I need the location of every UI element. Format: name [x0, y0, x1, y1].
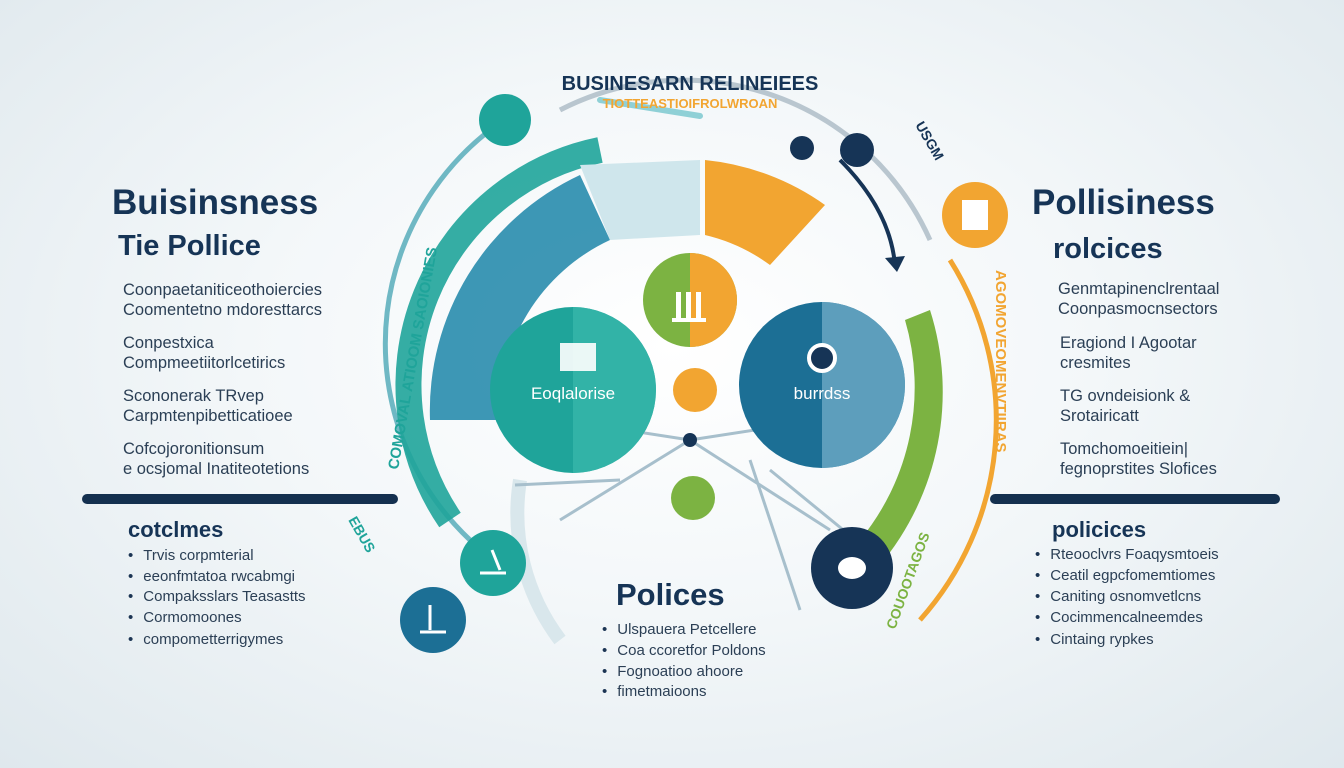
left-bullet: Cormomoones [128, 609, 241, 626]
clipboard-icon [962, 200, 988, 230]
document-icon [560, 343, 596, 371]
outer-arc-right-orange [918, 258, 999, 622]
edit-icon [480, 549, 506, 575]
chat-icon [838, 557, 866, 579]
right-title: Pollisiness [1032, 183, 1215, 222]
arc-label-bottom-left: EBUS [345, 514, 378, 556]
inner-segment-orange [705, 160, 825, 265]
header-title: BUSINESARN RELINEIEES [562, 73, 819, 95]
circle-small-orange [673, 368, 717, 412]
left-bullet: compometterrigymes [128, 631, 283, 648]
dot-navy-1 [790, 136, 814, 160]
right-bullet: Ceatil egpcfomemtiomes [1035, 567, 1215, 584]
right-bullet: Rteooclvrs Foaqysmtoeis [1035, 546, 1218, 563]
person-icon [807, 343, 837, 373]
center-bullet: Coa ccoretfor Poldons [602, 642, 765, 659]
icon-circle-teal-bottom [460, 530, 526, 596]
left-bullet: eeonfmtatoa rwcabmgi [128, 568, 295, 585]
center-bullet: Fognoatioo ahoore [602, 663, 743, 680]
circle-left-label: Eoqlalorise [530, 384, 616, 403]
right-bullet: Cintaing rypkes [1035, 631, 1153, 648]
circle-right-label: burrdss [793, 384, 851, 403]
left-bullet: Trvis corpmterial [128, 547, 253, 564]
left-subtitle: Tie Pollice [118, 230, 261, 262]
arc-label-top-right: USGM [912, 119, 947, 163]
header-subtitle: TIOTTEASTIOIFROLWROAN [603, 96, 778, 111]
outer-arc-top [558, 77, 933, 242]
arc-label-right: AGOMOVEOMENVTIIRAS [992, 270, 1009, 453]
left-bullet: Compaksslars Teasastts [128, 588, 305, 605]
inner-segment-teal [580, 160, 700, 240]
center-bullet: fimetmaioons [602, 683, 706, 700]
right-paragraph-4: Tomchomoeitiein|fegnoprstites Slofices [1060, 440, 1217, 478]
building-icon [672, 292, 706, 322]
right-bullet: Cocimmencalneemdes [1035, 609, 1203, 626]
right-section-title: policices [1052, 517, 1147, 542]
right-paragraph-3: TG ovndeisionk &Srotairicatt [1060, 387, 1191, 425]
inner-segment-green [860, 310, 943, 565]
inner-segment-blue [429, 175, 610, 420]
center-title: Polices [616, 577, 725, 612]
icon-circle-top-teal [479, 94, 531, 146]
tool-icon [420, 605, 446, 634]
right-subtitle: rolcices [1053, 233, 1163, 265]
center-bullet: Ulspauera Petcellere [602, 621, 756, 638]
left-divider [82, 494, 398, 504]
icon-circle-blue-bottom [400, 587, 466, 653]
circle-small-green [671, 476, 715, 520]
right-divider [990, 494, 1280, 504]
left-section-title: cotclmes [128, 517, 224, 542]
right-bullet: Caniting osnomvetlcns [1035, 588, 1201, 605]
left-title: Buisinsness [112, 183, 319, 222]
dot-navy-2 [840, 133, 874, 167]
inner-arc-left [395, 137, 603, 528]
